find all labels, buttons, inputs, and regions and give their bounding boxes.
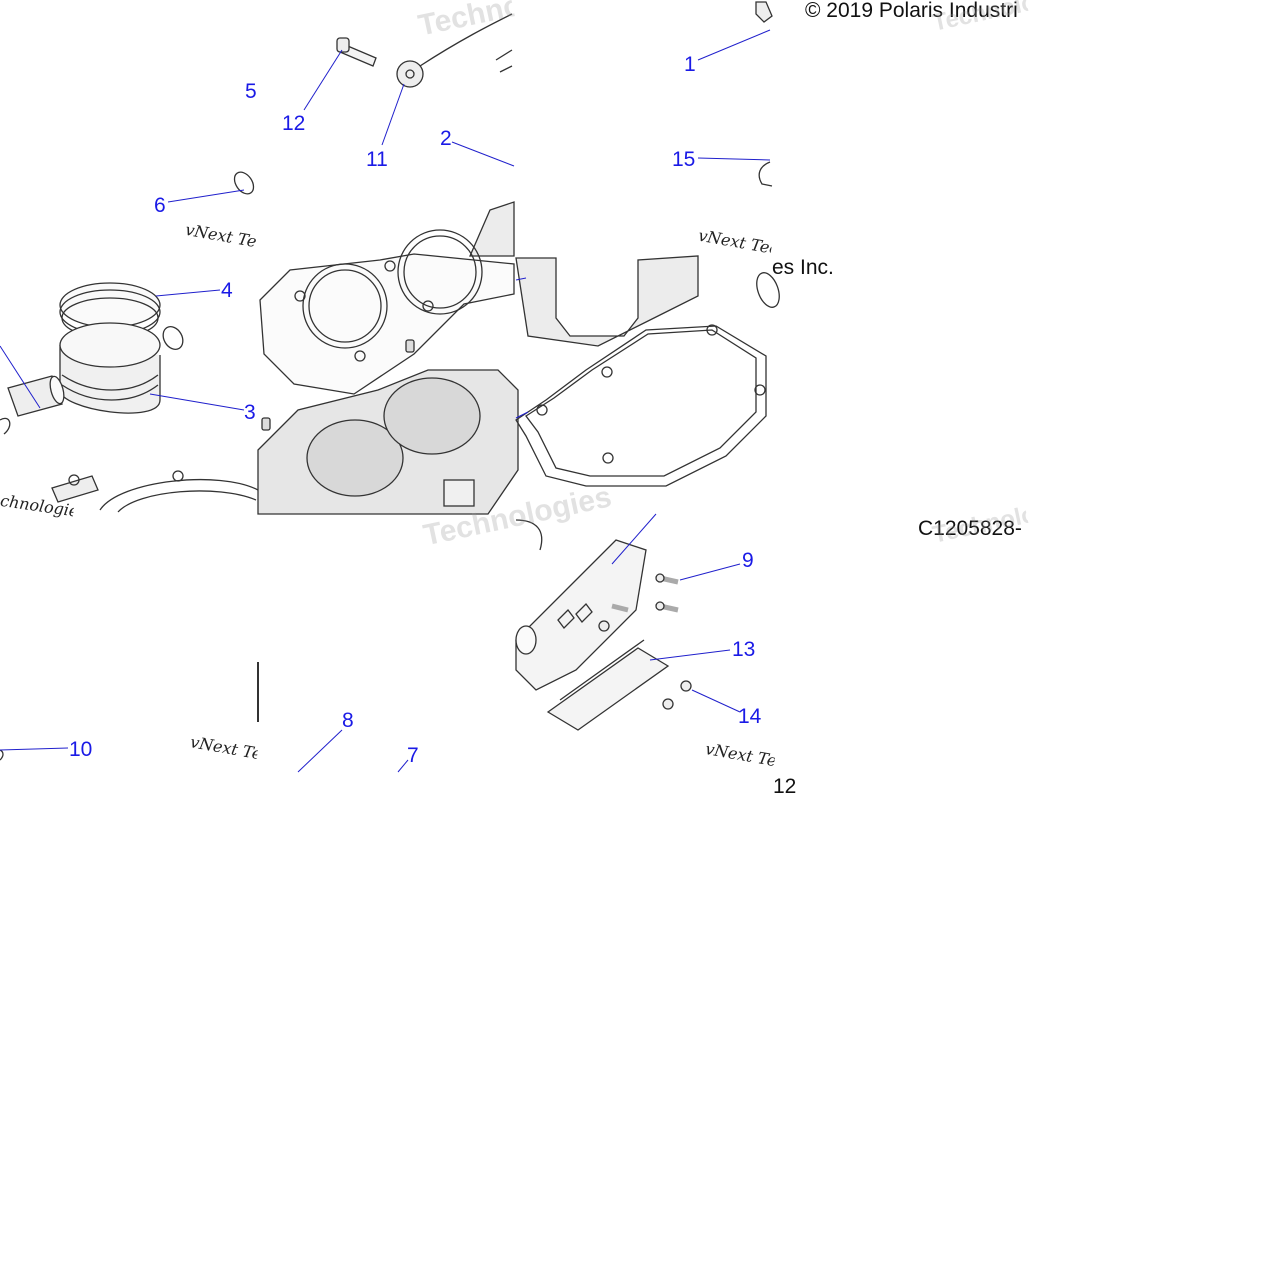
callout-5: 5	[245, 80, 257, 103]
callout-9: 9	[742, 549, 754, 572]
cylinder-fragment-right	[515, 255, 699, 347]
callout-11: 11	[366, 148, 388, 171]
bolts-part-14	[662, 680, 692, 710]
callout-4: 4	[221, 279, 233, 302]
cylinder-block	[257, 369, 519, 515]
wrist-pin-clip	[0, 417, 11, 435]
callout-2: 2	[440, 127, 452, 150]
callout-12: 12	[282, 112, 306, 135]
base-gasket-part-5	[515, 324, 767, 487]
copyright-text-tail: es Inc.	[772, 256, 834, 279]
part-15-fragment	[758, 161, 773, 187]
callout-8: 8	[342, 709, 354, 732]
drawing-number: C1205828-	[918, 518, 1022, 539]
head-gasket-part-2	[259, 229, 515, 395]
dowel-pin	[261, 417, 271, 431]
temperature-sensor	[51, 474, 99, 503]
o-ring-part-4b	[162, 326, 184, 350]
wrist-pin	[7, 375, 65, 417]
callout-14: 14	[738, 705, 762, 728]
dowel-pin-2	[405, 339, 415, 353]
callout-7: 7	[407, 744, 419, 767]
head-gasket-fragment-left	[99, 470, 259, 513]
leader-lines	[0, 29, 771, 773]
heat-shield-part-13	[546, 639, 670, 731]
callout-10: 10	[69, 738, 93, 761]
bolts-part-9	[598, 573, 679, 632]
copyright-text: © 2019 Polaris Industri	[805, 0, 1018, 21]
part-10-fragment	[0, 749, 4, 761]
cylinder-head-fragment	[469, 201, 515, 257]
piston-part-3	[59, 322, 161, 414]
o-ring-right	[756, 272, 780, 308]
o-ring-part-6	[233, 171, 255, 195]
coolant-manifold	[515, 539, 647, 691]
callout-6: 6	[154, 194, 166, 217]
bolt-part-12	[336, 37, 377, 67]
gasket-fragment-bottom	[515, 519, 543, 551]
sensor-part-11	[396, 13, 513, 88]
callout-12-bottom: 12	[773, 775, 797, 798]
callout-13: 13	[732, 638, 756, 661]
part-1-fragment	[755, 1, 773, 23]
callout-3: 3	[244, 401, 256, 424]
callout-15: 15	[672, 148, 696, 171]
callout-1: 1	[684, 53, 696, 76]
